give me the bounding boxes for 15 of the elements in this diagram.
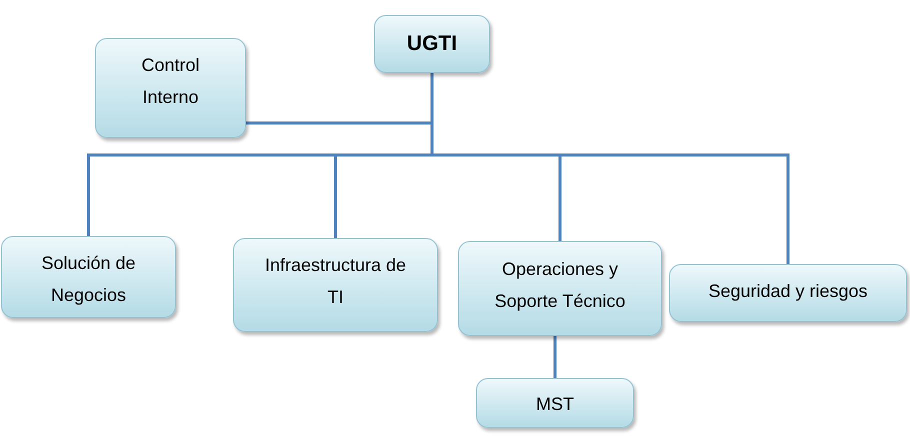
unit-box — [476, 378, 634, 428]
unit-box — [669, 264, 907, 322]
unit-label: Control Interno — [140, 54, 201, 109]
unit-box — [1, 236, 176, 318]
unit-label: Infraestructura de TI — [264, 254, 408, 309]
unit-label: Solución de Negocios — [40, 252, 137, 307]
unit-box — [95, 38, 246, 138]
connector-line — [554, 336, 556, 378]
unit-label: MST — [536, 393, 574, 416]
unit-box — [233, 238, 438, 332]
root-box — [374, 15, 490, 73]
unit-label: Operaciones y Soporte Técnico — [494, 258, 626, 313]
unit-box — [458, 241, 662, 336]
unit-label: UGTI — [406, 31, 458, 57]
unit-label: Seguridad y riesgos — [708, 280, 868, 303]
